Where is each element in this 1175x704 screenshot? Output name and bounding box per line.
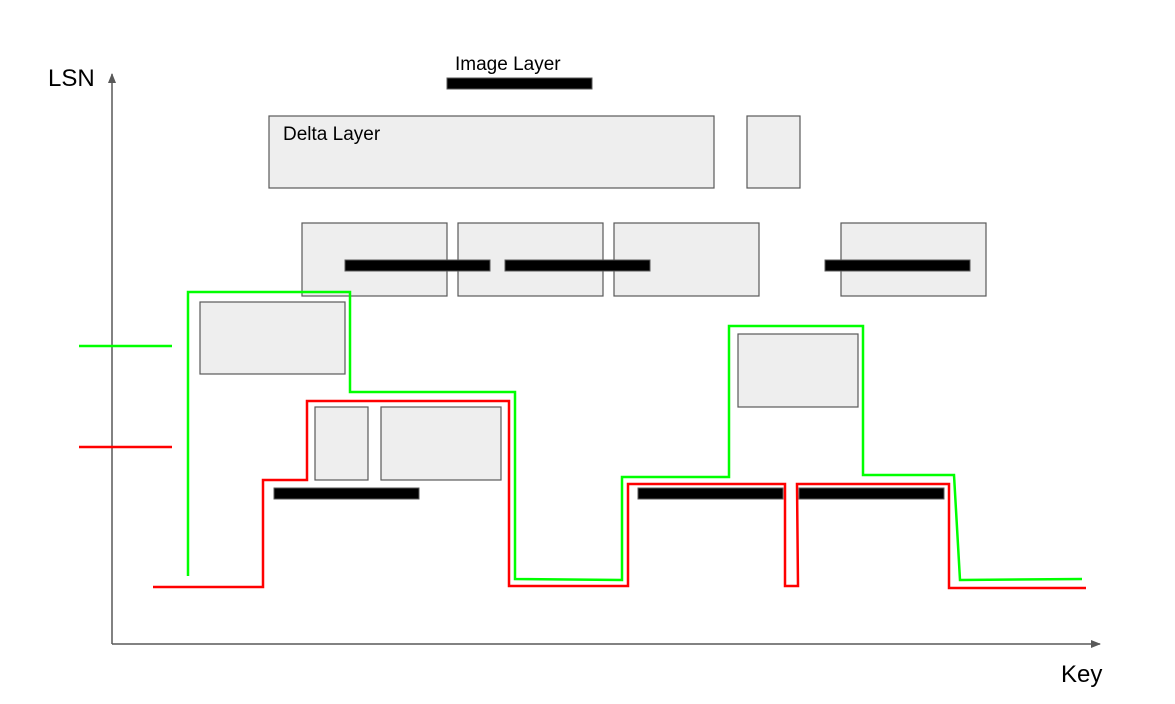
image-layer-label: Image Layer (455, 54, 561, 75)
image-layers (273, 77, 971, 500)
delta-layer (737, 333, 859, 408)
image-layer (504, 259, 651, 272)
image-layer-top (446, 77, 593, 90)
image-layer (637, 487, 784, 500)
delta-layer (746, 115, 801, 189)
image-layer (798, 487, 945, 500)
delta-layer-label: Delta Layer (283, 124, 381, 145)
x-axis-label: Key (1061, 661, 1102, 688)
delta-layers (199, 115, 987, 481)
image-layer (273, 487, 420, 500)
image-layer (344, 259, 491, 272)
red-step-line (153, 399, 1086, 590)
y-axis-label: LSN (48, 65, 95, 92)
delta-layer (380, 406, 502, 481)
image-layer (824, 259, 971, 272)
green-step-line (186, 290, 1083, 582)
delta-layer-large (268, 115, 715, 189)
delta-layer (314, 406, 369, 481)
delta-layer (199, 301, 346, 375)
